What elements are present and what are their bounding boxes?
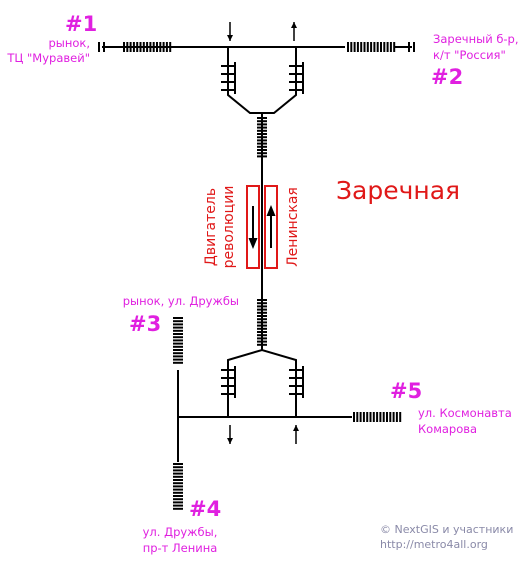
passage-lines — [102, 46, 412, 462]
platform-left-label-line2: революции — [221, 186, 237, 269]
direction-arrows — [227, 22, 299, 444]
exit-arrow-icon — [227, 438, 233, 444]
exit-2-label-line1: Заречный б-р, — [433, 32, 519, 46]
exit-2-label-line2: к/т "Россия" — [433, 48, 506, 62]
exit-1-label-line1: рынок, — [48, 36, 90, 50]
entry-arrow-icon — [293, 425, 299, 431]
credit-line2: http://metro4all.org — [380, 538, 488, 551]
exit-3-number: #3 — [129, 312, 161, 336]
entry-arrow-icon — [227, 35, 233, 41]
exit-5-number: #5 — [390, 379, 422, 403]
exit-arrow-icon — [291, 22, 297, 28]
station-name: Заречная — [336, 176, 460, 205]
up-arrow-icon — [266, 205, 276, 216]
top-fork — [227, 47, 297, 114]
exit-5-label-line2: Комарова — [418, 422, 477, 436]
credit-line1: © NextGIS и участники — [380, 523, 513, 536]
turnstiles — [98, 42, 415, 398]
platform-left-box — [246, 185, 260, 269]
exit-2-number: #2 — [431, 65, 463, 89]
platform-right-box — [264, 185, 278, 269]
exit-4-number: #4 — [189, 497, 221, 521]
down-arrow-icon — [248, 238, 258, 249]
stairs — [123, 42, 402, 510]
exit-1-label-line2: ТЦ "Муравей" — [6, 51, 90, 65]
exit-4-label-line2: пр-т Ленина — [143, 541, 218, 555]
exit-4-label-line1: ул. Дружбы, — [143, 525, 218, 539]
exit-1-number: #1 — [65, 12, 97, 36]
exit-5-label-line1: ул. Космонавта — [418, 406, 512, 420]
exit-3-label: рынок, ул. Дружбы — [123, 294, 239, 308]
bottom-fork — [227, 348, 297, 417]
platform-right-label: Ленинская — [285, 187, 301, 267]
platform-left-label-line1: Двигатель — [203, 188, 219, 266]
